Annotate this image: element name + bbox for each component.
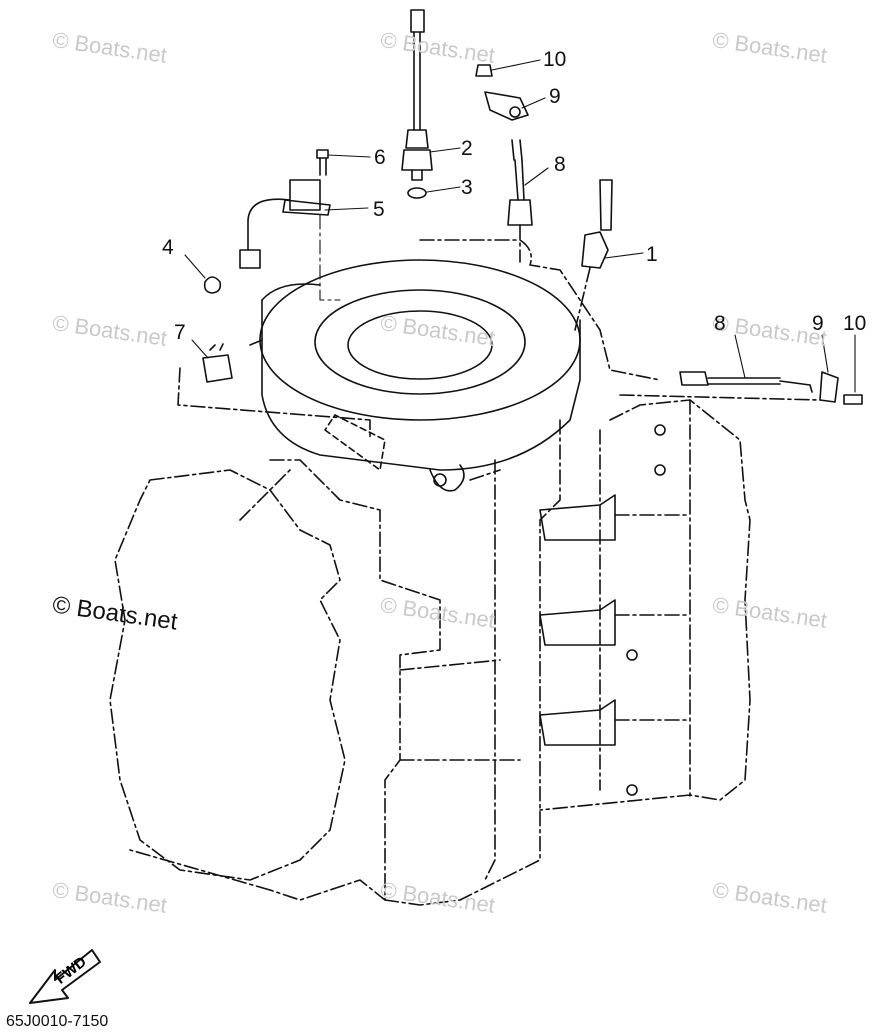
callout-4: 4 [162,236,174,259]
callout-7: 7 [174,321,186,344]
callout-6: 6 [374,146,386,169]
switch-8-top [475,64,533,263]
sensor-2 [401,9,433,181]
bracket-5 [239,149,331,269]
callout-8-top: 8 [554,153,566,176]
fwd-arrow-icon [29,949,101,1004]
connector-7 [177,343,371,441]
callout-5: 5 [373,198,385,221]
cylinder-fins [539,424,691,796]
leader-lines [184,59,856,393]
clip-4 [203,276,222,294]
callout-3: 3 [461,176,473,199]
sensor-1 [574,179,613,331]
callout-9-top: 9 [549,85,561,108]
cylinder-block [109,459,521,901]
callout-10-right: 10 [843,312,867,335]
callout-10-top: 10 [543,48,567,71]
flywheel-cover [249,259,581,492]
callout-2: 2 [461,137,473,160]
callout-1: 1 [646,243,658,266]
diagram-part-code: 65J0010-7150 [6,1013,109,1030]
washer-3 [407,187,427,199]
switch-8-right [619,371,863,405]
callout-9-right: 9 [812,312,824,335]
callout-8-right: 8 [714,312,726,335]
